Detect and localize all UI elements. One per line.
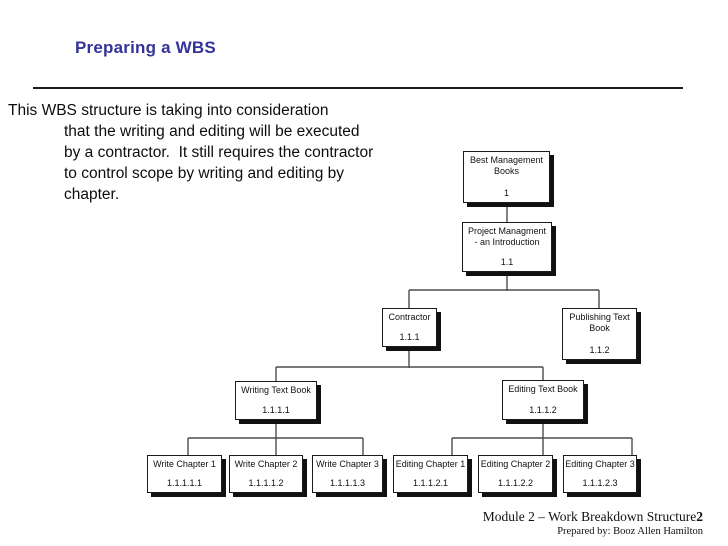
wbs-node-project-managment: Project Managment - an Introduction 1.1 xyxy=(462,222,552,272)
wbs-node-code: 1.1.1.1.3 xyxy=(329,478,366,488)
title-divider xyxy=(33,87,683,89)
wbs-node-best-management-books: Best Management Books 1 xyxy=(463,151,550,203)
wbs-node-code: 1.1.1.2.2 xyxy=(497,478,534,488)
slide-title: Preparing a WBS xyxy=(75,38,216,57)
wbs-node-code: 1.1.2 xyxy=(589,345,610,355)
wbs-node-label: Editing Chapter 3 xyxy=(565,459,635,469)
wbs-node-contractor: Contractor 1.1.1 xyxy=(382,308,437,347)
wbs-node-label: Contractor xyxy=(388,312,431,322)
wbs-node-code: 1.1 xyxy=(500,257,514,267)
body-line: chapter. xyxy=(64,186,120,203)
wbs-node-code: 1.1.1.2.1 xyxy=(412,478,449,488)
wbs-node-writing-text-book: Writing Text Book 1.1.1.1 xyxy=(235,381,317,420)
body-line: that the writing and editing will be exe… xyxy=(64,123,360,140)
body-line: by a contractor. It still requires the c… xyxy=(64,144,374,161)
body-paragraph: This WBS structure is taking into consid… xyxy=(8,100,468,205)
wbs-node-code: 1.1.1.2.3 xyxy=(582,478,618,488)
module-title: Module 2 – Work Breakdown Structure2 xyxy=(483,508,703,525)
wbs-node-code: 1 xyxy=(503,188,509,198)
prepared-by: Prepared by: Booz Allen Hamilton xyxy=(557,526,703,537)
wbs-node-editing-chapter-3: Editing Chapter 3 1.1.1.2.3 xyxy=(563,455,637,493)
wbs-node-label: Editing Chapter 2 xyxy=(480,459,551,469)
wbs-node-write-chapter-3: Write Chapter 3 1.1.1.1.3 xyxy=(312,455,383,493)
wbs-node-code: 1.1.1.1.1 xyxy=(166,478,203,488)
wbs-node-write-chapter-2: Write Chapter 2 1.1.1.1.2 xyxy=(229,455,303,493)
wbs-node-label: Editing Text Book xyxy=(508,384,578,394)
wbs-node-label: Write Chapter 2 xyxy=(234,459,298,469)
body-line: to control scope by writing and editing … xyxy=(64,165,345,182)
wbs-node-label: Writing Text Book xyxy=(241,385,311,395)
wbs-node-label: Write Chapter 3 xyxy=(316,459,379,469)
wbs-node-editing-text-book: Editing Text Book 1.1.1.2 xyxy=(502,380,584,420)
wbs-node-editing-chapter-2: Editing Chapter 2 1.1.1.2.2 xyxy=(478,455,553,493)
wbs-node-label: Best Management Books xyxy=(469,155,544,176)
wbs-node-label: Publishing Text Book xyxy=(569,312,630,333)
wbs-node-label: Editing Chapter 1 xyxy=(395,459,466,469)
page-number: 2 xyxy=(696,509,703,524)
wbs-node-code: 1.1.1 xyxy=(399,332,420,342)
wbs-node-code: 1.1.1.1 xyxy=(262,405,290,415)
wbs-node-editing-chapter-1: Editing Chapter 1 1.1.1.2.1 xyxy=(393,455,468,493)
wbs-node-write-chapter-1: Write Chapter 1 1.1.1.1.1 xyxy=(147,455,222,493)
wbs-node-label: Project Managment - an Introduction xyxy=(467,226,547,247)
footer: Module 2 – Work Breakdown Structure2 Pre… xyxy=(483,508,703,538)
wbs-node-code: 1.1.1.1.2 xyxy=(248,478,284,488)
body-line: This WBS structure is taking into consid… xyxy=(8,102,329,119)
module-title-text: Module 2 – Work Breakdown Structure xyxy=(482,509,697,524)
wbs-node-publishing-text-book: Publishing Text Book 1.1.2 xyxy=(562,308,637,360)
wbs-node-label: Write Chapter 1 xyxy=(153,459,216,469)
wbs-node-code: 1.1.1.2 xyxy=(529,405,557,415)
